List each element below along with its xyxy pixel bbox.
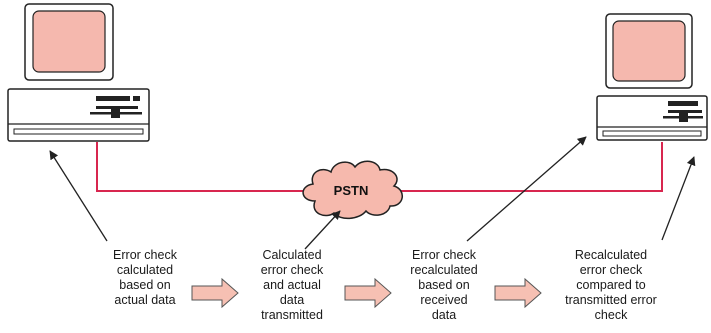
step-4-label: Recalculated error check compared to tra…: [565, 248, 657, 322]
callout-arrow-step-4: [661, 156, 696, 241]
step-2-label: Calculated error check and actual data t…: [260, 248, 324, 322]
sender-screen: [32, 10, 106, 73]
pstn-cloud: [302, 160, 403, 220]
callout-arrow-step-3: [466, 136, 587, 242]
callout-arrow-step-1: [49, 150, 108, 242]
step-1-label: Error check calculated based on actual d…: [113, 248, 177, 307]
callout-arrow-step-2: [304, 210, 341, 250]
receiver-screen: [612, 20, 686, 82]
flow-arrow-1: [191, 277, 239, 309]
flow-arrow-2: [344, 277, 392, 309]
pstn-label: PSTN: [334, 183, 369, 198]
sender-computer: [7, 3, 150, 142]
step-3-label: Error check recalculated based on receiv…: [410, 248, 478, 322]
flow-arrow-3: [494, 277, 542, 309]
receiver-computer: [596, 13, 708, 141]
